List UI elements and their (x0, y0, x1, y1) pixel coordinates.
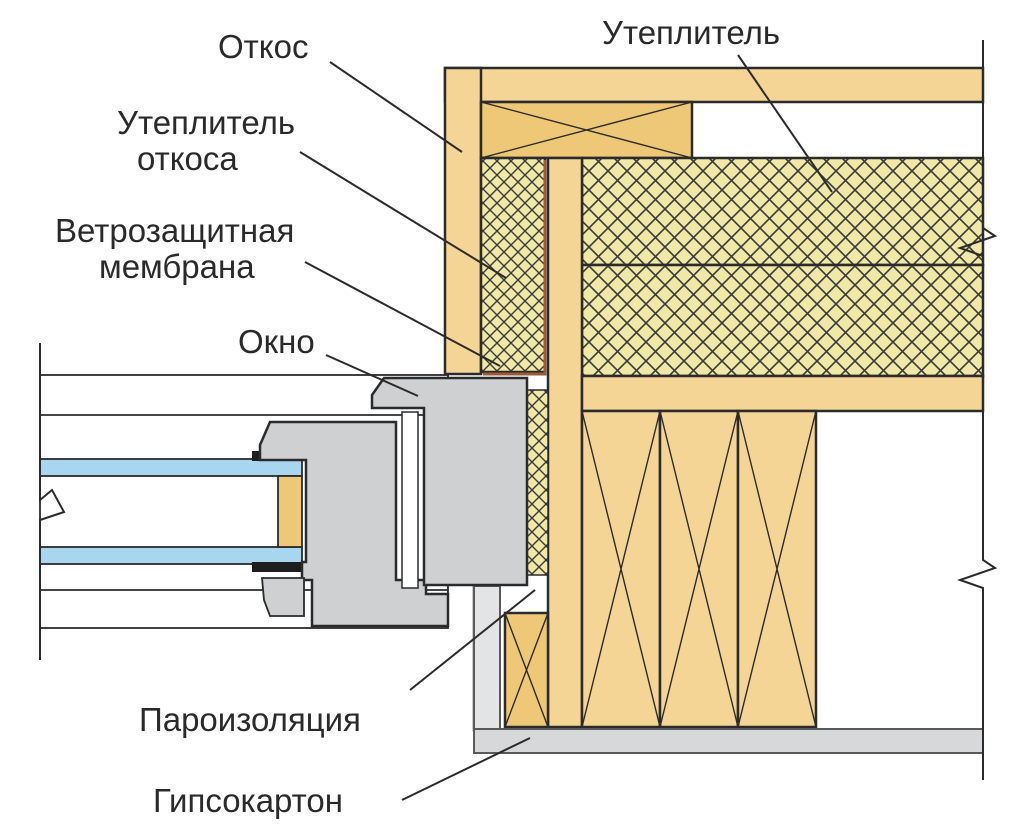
leader-paroizolyaciya (409, 589, 536, 691)
label-uteplitel-otkosa-2: откоса (137, 140, 238, 177)
inner-batten-cross (504, 612, 549, 728)
leader-lines (299, 54, 833, 801)
leader-otkos (329, 61, 463, 153)
gypsum-board-vertical (473, 585, 501, 730)
leader-uteplitel (737, 54, 833, 193)
labels: Откос Утеплитель Утеплитель откоса Ветро… (55, 14, 780, 819)
leader-uteplitel-otkosa (299, 151, 507, 279)
glass-pane-inner (39, 546, 303, 565)
windproof-membrane (483, 160, 547, 376)
label-uteplitel-otkosa-1: Утеплитель (117, 104, 295, 141)
glazing-spacer (277, 475, 303, 548)
label-membrana-2: мембрана (99, 248, 255, 285)
label-okno: Окно (238, 323, 315, 360)
slope-board (443, 66, 483, 376)
interior-finish (472, 585, 984, 754)
window-stud (546, 156, 584, 729)
wall-insulation-lower (580, 263, 985, 378)
leader-gipsokarton (401, 737, 531, 801)
gypsum-board-horizontal (473, 728, 984, 754)
lower-studs-cross (581, 410, 817, 728)
outer-cladding-board (443, 66, 985, 104)
leader-okno (325, 354, 419, 397)
break-line-left (39, 343, 66, 660)
label-otkos: Откос (218, 28, 308, 65)
break-lines (39, 40, 998, 780)
sash-lip (261, 577, 305, 617)
leader-membrana (304, 261, 501, 367)
slope-insulation (479, 156, 547, 374)
label-membrana-1: Ветрозащитная (55, 212, 294, 249)
window (39, 374, 529, 629)
label-gipsokarton: Гипсокартон (153, 782, 343, 819)
gasket-bottom (252, 562, 307, 572)
frame-inner-edge (401, 411, 419, 589)
label-uteplitel: Утеплитель (602, 14, 780, 51)
frame-profile (370, 376, 529, 587)
label-paroizolyaciya: Пароизоляция (139, 701, 361, 738)
break-line-right-top (956, 40, 998, 780)
wall-plate (580, 374, 985, 413)
gap-insulation (526, 389, 549, 576)
batten-cross (480, 101, 693, 159)
wall-insulation-upper (580, 156, 985, 267)
glass-pane-outer (39, 458, 303, 477)
